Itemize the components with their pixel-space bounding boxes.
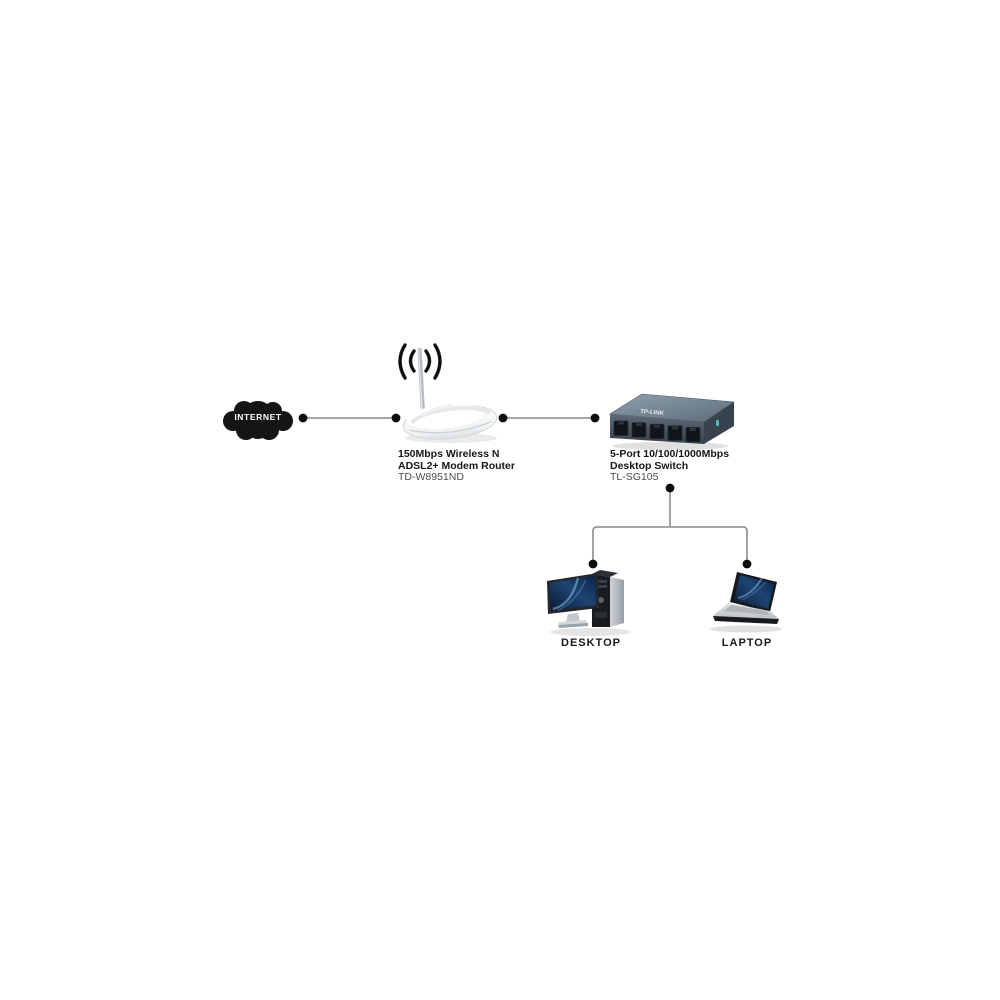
router-node [393, 342, 505, 446]
wifi-signal-icon [398, 343, 442, 380]
link-endpoint-dot [742, 559, 752, 569]
link-endpoint-dot [498, 413, 508, 423]
switch-label: 5-Port 10/100/1000Mbps Desktop Switch TL… [610, 448, 730, 484]
desktop-monitor [547, 573, 599, 628]
link-endpoint-dot [588, 559, 598, 569]
link-endpoint-dot [590, 413, 600, 423]
switch-brand-logo: TP-LINK [640, 409, 665, 417]
desktop-node [546, 568, 636, 638]
wireless-router-icon [398, 343, 498, 443]
link-endpoint-dot [665, 483, 675, 493]
switch-node: TP-LINK [606, 388, 738, 450]
switch-led [716, 420, 719, 426]
internet-label: INTERNET [234, 412, 282, 422]
link-endpoint-dot [298, 413, 308, 423]
desktop-caption: DESKTOP [561, 637, 621, 649]
switch-model: TL-SG105 [610, 471, 659, 484]
laptop-icon [710, 572, 782, 633]
link-endpoint-dot [391, 413, 401, 423]
cloud-icon [223, 401, 293, 440]
switch-name-line1: 5-Port 10/100/1000Mbps [610, 448, 730, 460]
laptop-screen [730, 572, 777, 612]
desktop-computer-icon [547, 570, 630, 636]
router-model: TD-W8951ND [398, 471, 464, 484]
router-name-line1: 150Mbps Wireless N [398, 448, 500, 460]
laptop-caption: LAPTOP [721, 637, 773, 649]
laptop-node [704, 570, 790, 634]
internet-cloud-node: INTERNET [221, 397, 295, 443]
switch-branch-link [592, 526, 748, 564]
router-label: 150Mbps Wireless N ADSL2+ Modem Router T… [398, 448, 515, 484]
ethernet-ports [613, 420, 701, 443]
router-name-line2: ADSL2+ Modem Router [398, 459, 515, 472]
laptop-base [713, 603, 779, 624]
desktop-switch-icon: TP-LINK [609, 393, 735, 450]
switch-name-line2: Desktop Switch [610, 459, 689, 472]
